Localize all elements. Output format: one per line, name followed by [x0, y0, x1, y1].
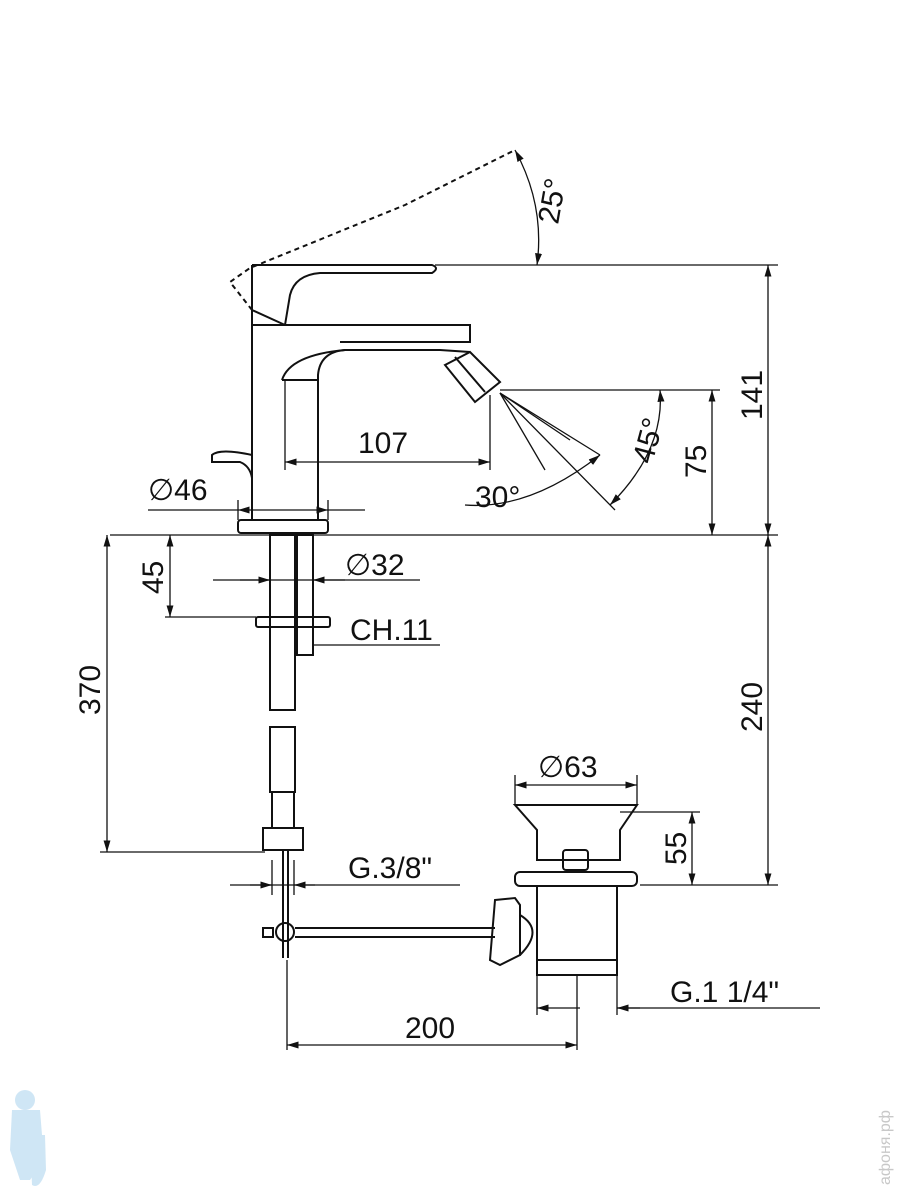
- dim-hose-length: 370: [74, 665, 107, 715]
- dim-base-diameter: ∅46: [148, 474, 208, 507]
- dim-nut-wrench: CH.11: [350, 614, 433, 647]
- dim-waste-thread: G.1 1/4": [670, 976, 779, 1009]
- dim-hose-thread: G.3/8": [348, 852, 432, 885]
- watermark-text: афоня.рф: [877, 1110, 894, 1185]
- dim-handle-angle: 25°: [532, 176, 572, 226]
- dimension-labels: 25° 141 75 45° 30° 107 ∅46 ∅32 45 CH.11 …: [74, 176, 779, 1045]
- dim-popup-height: 55: [660, 832, 693, 865]
- supply-hose: [255, 534, 495, 958]
- dim-height-total: 141: [736, 370, 769, 420]
- dim-deck-thickness: 45: [137, 561, 170, 594]
- dimension-lines: [100, 149, 820, 1050]
- pop-up-waste: [488, 804, 639, 976]
- dim-waste-depth: 240: [736, 682, 769, 732]
- dim-spout-height: 75: [680, 445, 713, 478]
- watermark-logo: [10, 1090, 46, 1186]
- dim-popup-diameter: ∅63: [538, 751, 598, 784]
- dim-hole-diameter: ∅32: [345, 549, 405, 582]
- dim-reach: 107: [358, 427, 408, 460]
- dim-spray-angle-30: 30°: [475, 481, 520, 514]
- dim-spray-angle-45: 45°: [627, 414, 671, 466]
- dim-rod-length: 200: [405, 1012, 455, 1045]
- faucet-body: [211, 149, 516, 534]
